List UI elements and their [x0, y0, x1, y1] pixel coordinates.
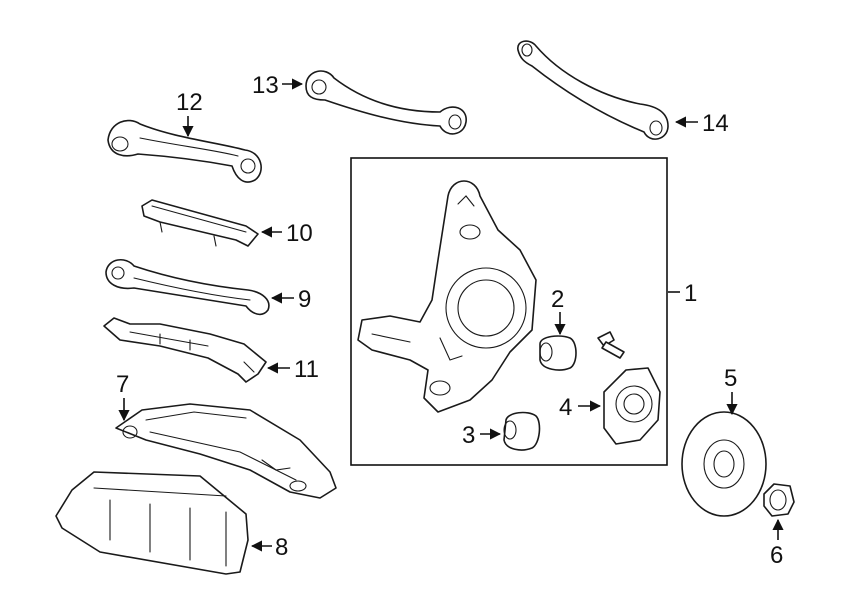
shield-11[interactable]	[103, 317, 267, 383]
callout-6: 6	[770, 542, 783, 569]
bushing-2[interactable]	[539, 335, 577, 371]
callout-14: 14	[702, 110, 729, 137]
control-arm-9[interactable]	[105, 259, 270, 316]
callout-9: 9	[298, 286, 311, 313]
callout-1: 1	[684, 280, 697, 307]
callout-3: 3	[462, 422, 475, 449]
callout-13: 13	[252, 72, 279, 99]
callout-7: 7	[116, 371, 129, 398]
nut-6[interactable]	[763, 483, 795, 517]
callout-4: 4	[559, 394, 572, 421]
steering-knuckle[interactable]	[357, 180, 537, 413]
knuckle-assembly-box	[350, 157, 668, 466]
callout-10: 10	[286, 220, 313, 247]
bolt[interactable]	[597, 331, 625, 359]
callout-8: 8	[275, 534, 288, 561]
cover-10[interactable]	[141, 199, 259, 247]
callout-2: 2	[551, 286, 564, 313]
control-arm-14[interactable]	[517, 40, 669, 140]
hub-flange-4[interactable]	[603, 367, 661, 445]
control-arm-12[interactable]	[107, 119, 262, 183]
callout-12: 12	[176, 89, 203, 116]
lower-arm-7[interactable]	[115, 403, 337, 499]
callout-5: 5	[724, 365, 737, 392]
control-arm-13[interactable]	[305, 70, 467, 135]
brake-rotor-5[interactable]	[681, 411, 767, 517]
bushing-3[interactable]	[503, 411, 541, 451]
cover-8[interactable]	[55, 471, 249, 575]
callout-11: 11	[294, 356, 319, 383]
